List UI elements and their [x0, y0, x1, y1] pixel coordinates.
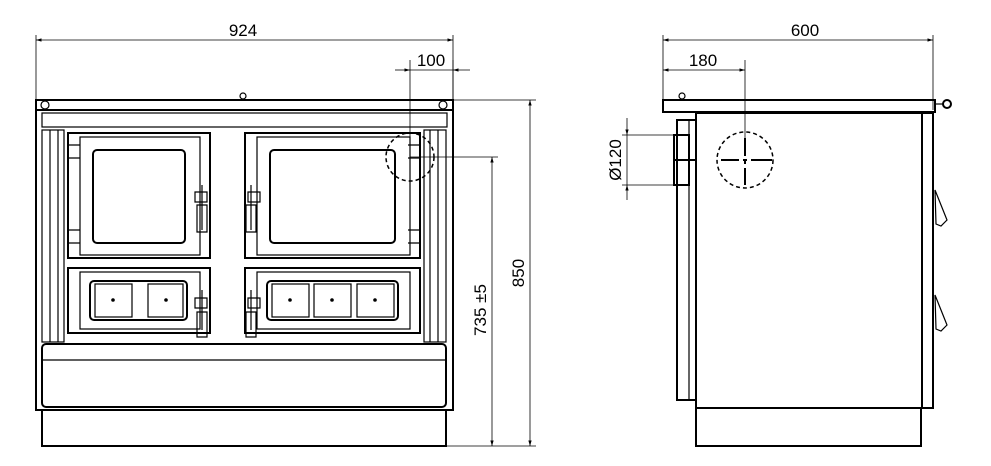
left-pillar [41, 129, 65, 343]
dimension-width: 924 [35, 21, 454, 100]
top-plate [35, 99, 454, 111]
towel-rail-end [942, 99, 952, 109]
side-body [695, 112, 923, 409]
right-pillar [423, 129, 447, 343]
front-view: 924 100 850 735 ±5 [35, 21, 536, 447]
dimension-flue-offset: 100 [395, 51, 470, 180]
side-plinth [695, 407, 922, 447]
dimension-flue-diameter: Ø120 [606, 118, 674, 200]
oven-door-right [244, 132, 421, 259]
width-label: 924 [229, 21, 257, 40]
firebox-door-left [67, 267, 211, 334]
dimension-height: 850 [446, 99, 536, 447]
flue-offset-label: 100 [417, 51, 445, 70]
depth-label: 600 [791, 21, 819, 40]
plinth [41, 409, 447, 447]
height-label: 850 [509, 259, 528, 287]
dimension-worktop-height: 735 ±5 [410, 156, 498, 446]
top-knob [239, 92, 247, 100]
dimension-side-flue-offset: 180 [663, 51, 746, 138]
firebox-door-right [244, 267, 421, 334]
side-top-plate [662, 99, 936, 113]
side-flue-outlet [716, 131, 774, 189]
side-flue-offset-label: 180 [689, 51, 717, 70]
door-handles [194, 185, 261, 338]
dimension-depth: 600 [662, 21, 934, 110]
worktop-height-label: 735 ±5 [471, 284, 490, 336]
ash-drawer [41, 343, 447, 408]
side-handles [934, 189, 948, 332]
flue-diameter-label: Ø120 [606, 139, 625, 181]
oven-door-left [67, 132, 211, 259]
side-view: 600 180 Ø120 [606, 21, 952, 447]
